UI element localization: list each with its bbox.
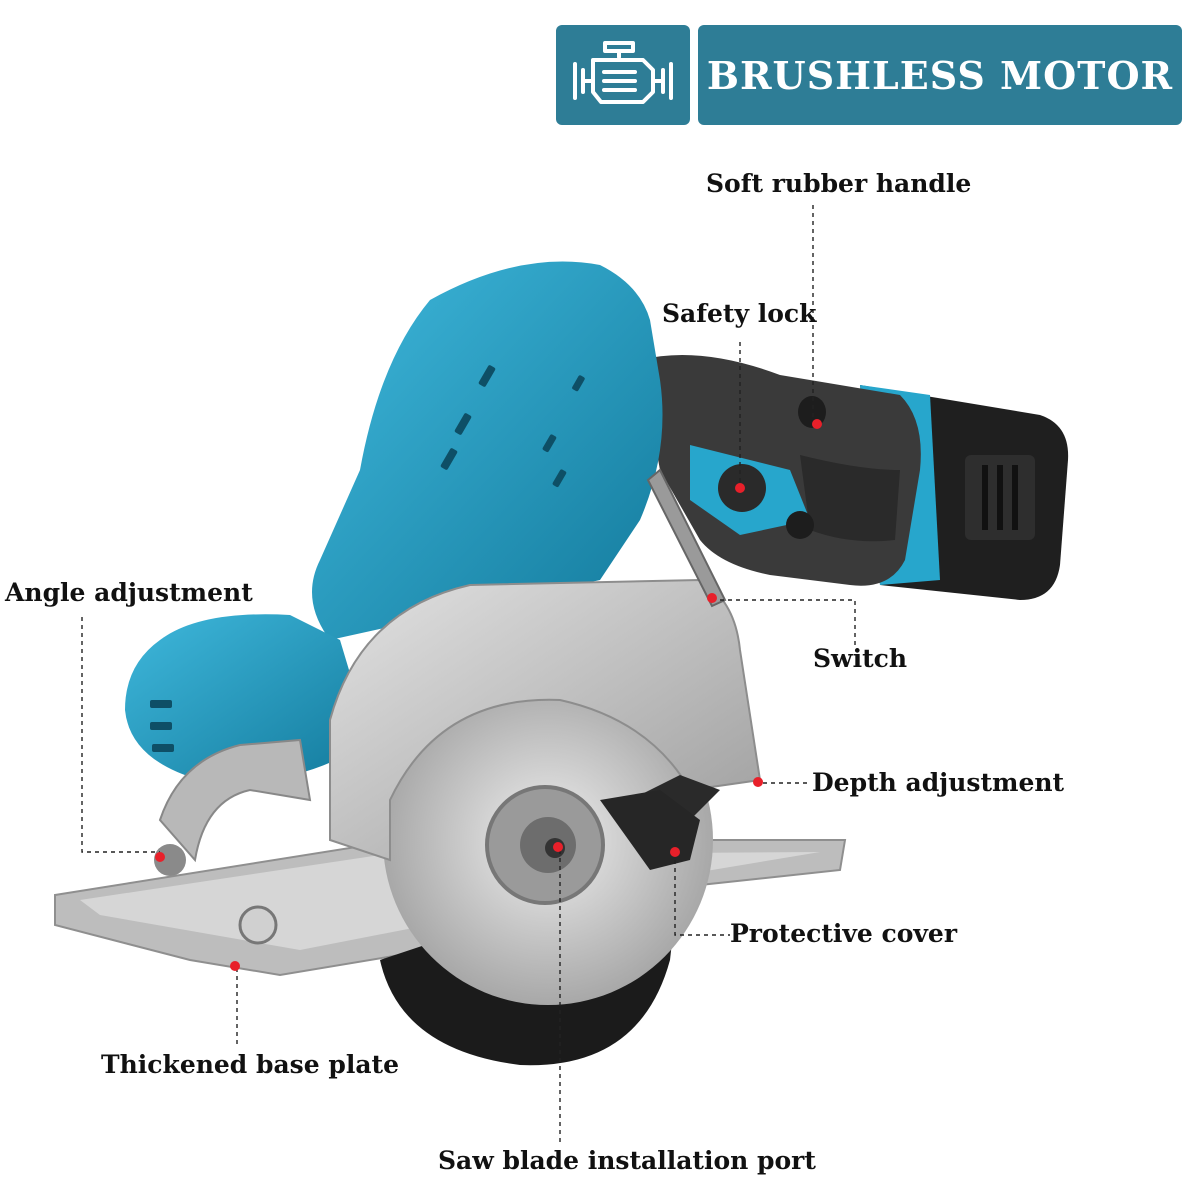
- label-depth-adjustment: Depth adjustment: [812, 768, 1065, 797]
- label-angle-adjustment: Angle adjustment: [5, 578, 253, 607]
- switch-lever: [646, 468, 727, 608]
- label-protective-cover: Protective cover: [730, 919, 958, 948]
- leader-lines: [81, 205, 856, 1145]
- badge-icon-box: [556, 25, 690, 125]
- label-thickened-base-plate: Thickened base plate: [101, 1050, 399, 1079]
- angle-bracket: [154, 738, 312, 876]
- feature-title: BRUSHLESS MOTOR: [706, 52, 1174, 98]
- rubber-handle: [640, 355, 921, 586]
- label-safety-lock: Safety lock: [662, 299, 817, 328]
- saw-blade: [380, 675, 713, 1066]
- label-soft-rubber-handle: Soft rubber handle: [706, 169, 972, 198]
- callout-markers: [155, 419, 822, 971]
- motor-housing: [125, 261, 663, 782]
- label-switch: Switch: [813, 644, 908, 673]
- engine-icon: [573, 41, 673, 104]
- label-saw-blade-installation-port: Saw blade installation port: [438, 1146, 816, 1175]
- badge-title-box: BRUSHLESS MOTOR: [698, 25, 1182, 125]
